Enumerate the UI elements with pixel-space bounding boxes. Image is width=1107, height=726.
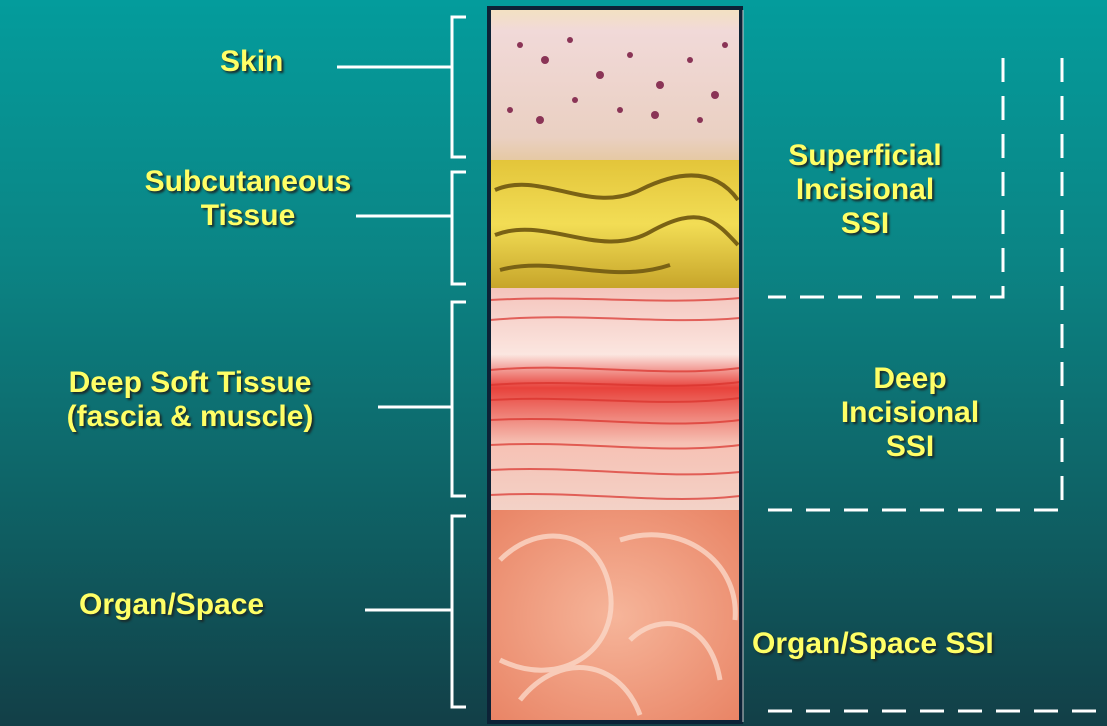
deep-tissue-label-line1: Deep Soft Tissue: [0, 366, 380, 400]
superficial-ssi-line3: SSI: [740, 207, 990, 241]
subcutaneous-bracket: [452, 172, 466, 284]
deep-tissue-label-line2: (fascia & muscle): [0, 400, 380, 434]
subcutaneous-label-line1: Subcutaneous: [88, 165, 408, 199]
deep-ssi-label: Deep Incisional SSI: [785, 362, 1035, 464]
deep-tissue-label: Deep Soft Tissue (fascia & muscle): [0, 366, 380, 434]
deep-ssi-line3: SSI: [785, 430, 1035, 464]
subcutaneous-label: Subcutaneous Tissue: [88, 165, 408, 233]
superficial-ssi-line1: Superficial: [740, 139, 990, 173]
organ-bracket: [452, 516, 466, 707]
layer-brackets: [337, 17, 466, 707]
organ-space-label: Organ/Space: [79, 588, 264, 622]
superficial-ssi-line2: Incisional: [740, 173, 990, 207]
deep-ssi-line2: Incisional: [785, 396, 1035, 430]
organ-space-ssi-label: Organ/Space SSI: [752, 627, 994, 661]
deep-ssi-line1: Deep: [785, 362, 1035, 396]
skin-layer: [489, 8, 741, 160]
skin-label: Skin: [220, 45, 283, 79]
subcutaneous-label-line2: Tissue: [88, 199, 408, 233]
deep-tissue-bracket: [452, 302, 466, 496]
subcutaneous-layer: [489, 160, 741, 288]
skin-bracket: [452, 17, 466, 157]
superficial-ssi-label: Superficial Incisional SSI: [740, 139, 990, 241]
tissue-column: [489, 8, 743, 722]
